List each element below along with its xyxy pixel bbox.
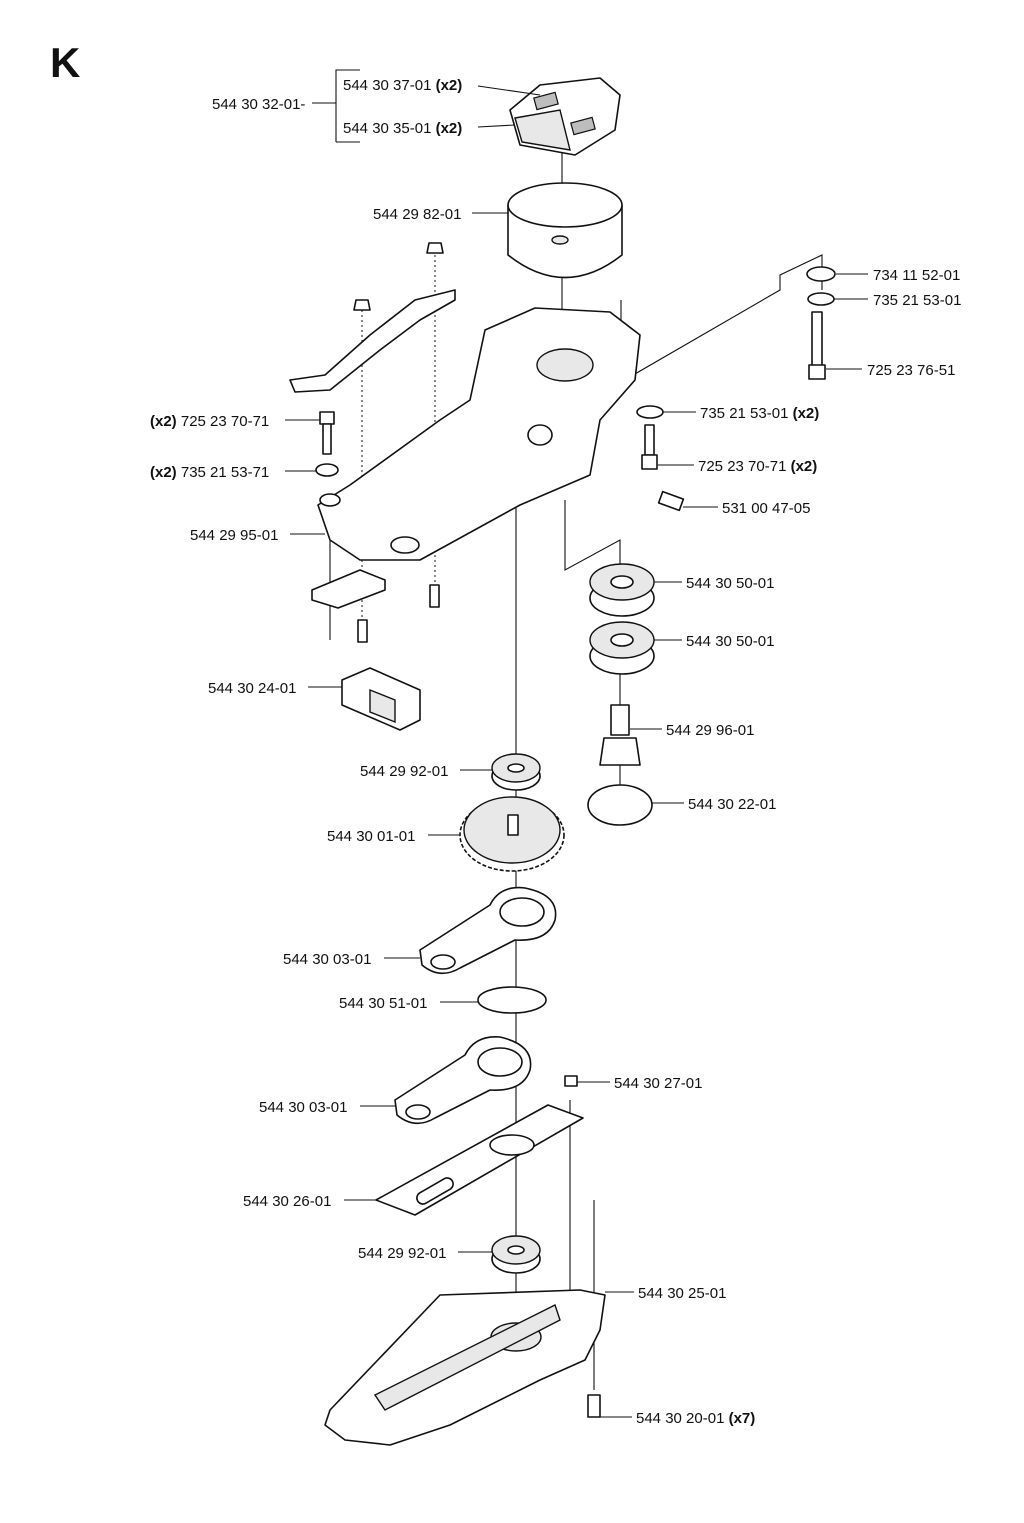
part-label: 735 21 53-01 [873,292,961,309]
part-label: 544 29 92-01 [360,763,448,780]
part-label: 531 00 47-05 [722,500,810,517]
part-label: (x2) 725 23 70-71 [150,413,269,430]
part-label: 544 30 26-01 [243,1193,331,1210]
part-label: 544 30 50-01 [686,633,774,650]
screws-drawing [315,266,836,1418]
gear-cover-drawing [324,1289,606,1446]
part-label: 725 23 76-51 [867,362,955,379]
part-label: 544 30 03-01 [283,951,371,968]
part-label: 544 30 03-01 [259,1099,347,1116]
part-label: 544 29 95-01 [190,527,278,544]
circlip-drawing [587,784,653,826]
bearing-upper-drawing [491,753,541,791]
part-label: 544 29 96-01 [666,722,754,739]
part-label: 725 23 70-71 (x2) [698,458,817,475]
clutch-drum-drawing [507,182,623,279]
part-label: 544 29 92-01 [358,1245,446,1262]
part-label: 544 30 25-01 [638,1285,726,1302]
gear-housing-drawing [317,307,641,561]
rubber-block-drawing [341,667,421,731]
part-label: (x2) 735 21 53-71 [150,464,269,481]
part-label: 544 30 27-01 [614,1075,702,1092]
leader-lines [285,69,868,1418]
bearings-drawing [589,563,655,675]
bracket-drawing [289,242,456,393]
part-label: 544 30 01-01 [327,828,415,845]
pinion-drawing [599,704,641,766]
page-letter: K [50,39,81,86]
small-bracket-drawing [311,569,386,609]
part-label: 544 30 20-01 (x7) [636,1410,755,1427]
gear-wheel-drawing [459,796,565,872]
part-label: 544 30 37-01 (x2) [343,77,462,94]
part-label: 734 11 52-01 [873,267,960,284]
part-label: 544 30 22-01 [688,796,776,813]
clutch-shoes-drawing [509,77,621,156]
guide-plate-drawing [375,1104,584,1216]
part-label: 544 30 50-01 [686,575,774,592]
part-label: 544 30 32-01- [212,96,305,113]
part-label: 544 30 35-01 (x2) [343,120,462,137]
bearing-lower-drawing [491,1235,541,1274]
part-label: 544 30 24-01 [208,680,296,697]
part-label: 735 21 53-01 (x2) [700,405,819,422]
connecting-rods-drawing [394,886,557,1125]
part-label: 544 30 51-01 [339,995,427,1012]
part-label: 544 29 82-01 [373,206,461,223]
part-labels: 544 30 37-01 (x2) 544 30 32-01- 544 30 3… [150,77,961,1427]
